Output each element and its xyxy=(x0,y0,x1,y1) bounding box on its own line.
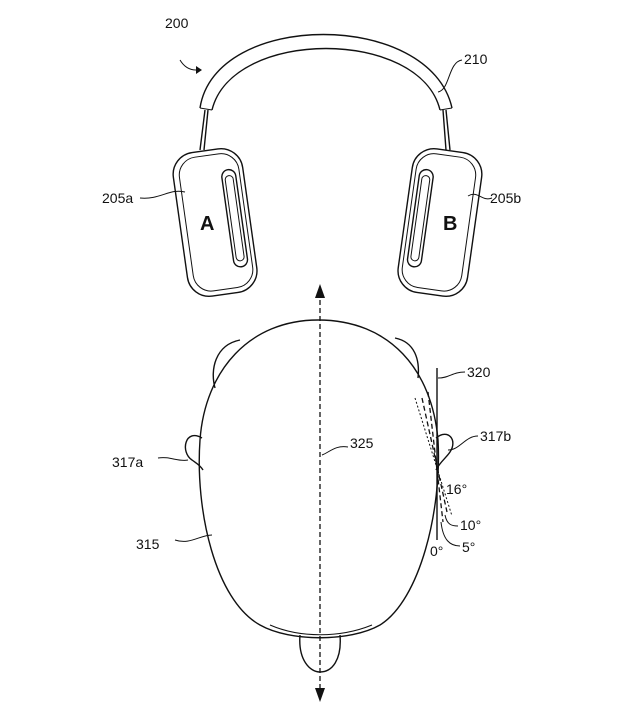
headband xyxy=(199,33,453,109)
label-317a: 317a xyxy=(112,454,143,470)
label-205a: 205a xyxy=(102,190,133,206)
cup-right-letter: B xyxy=(443,213,457,235)
label-5deg: 5° xyxy=(462,539,475,555)
headphones: A B 200 210 205a 205b xyxy=(102,15,521,298)
fig-ref-arrow xyxy=(179,59,197,71)
ear-317a xyxy=(184,435,204,471)
label-16deg: 16° xyxy=(446,481,467,497)
ear-left-top xyxy=(212,339,241,389)
label-0deg: 0° xyxy=(430,543,443,559)
label-317b: 317b xyxy=(480,428,511,444)
ear-317b xyxy=(435,433,454,471)
label-205b: 205b xyxy=(490,190,521,206)
label-210: 210 xyxy=(464,51,488,67)
head-top-view: 325 320 317b 317a 315 16° 10° 5° 0° xyxy=(112,284,511,702)
line-10deg xyxy=(421,397,448,513)
label-325: 325 xyxy=(350,435,374,451)
right-ear-cup xyxy=(397,147,483,298)
left-ear-cup xyxy=(172,147,258,298)
line-16deg xyxy=(414,397,453,517)
label-320: 320 xyxy=(467,364,491,380)
label-10deg: 10° xyxy=(460,517,481,533)
head-outline xyxy=(198,319,440,639)
label-200: 200 xyxy=(165,15,189,31)
cup-left-letter: A xyxy=(200,213,214,235)
label-315: 315 xyxy=(136,536,160,552)
